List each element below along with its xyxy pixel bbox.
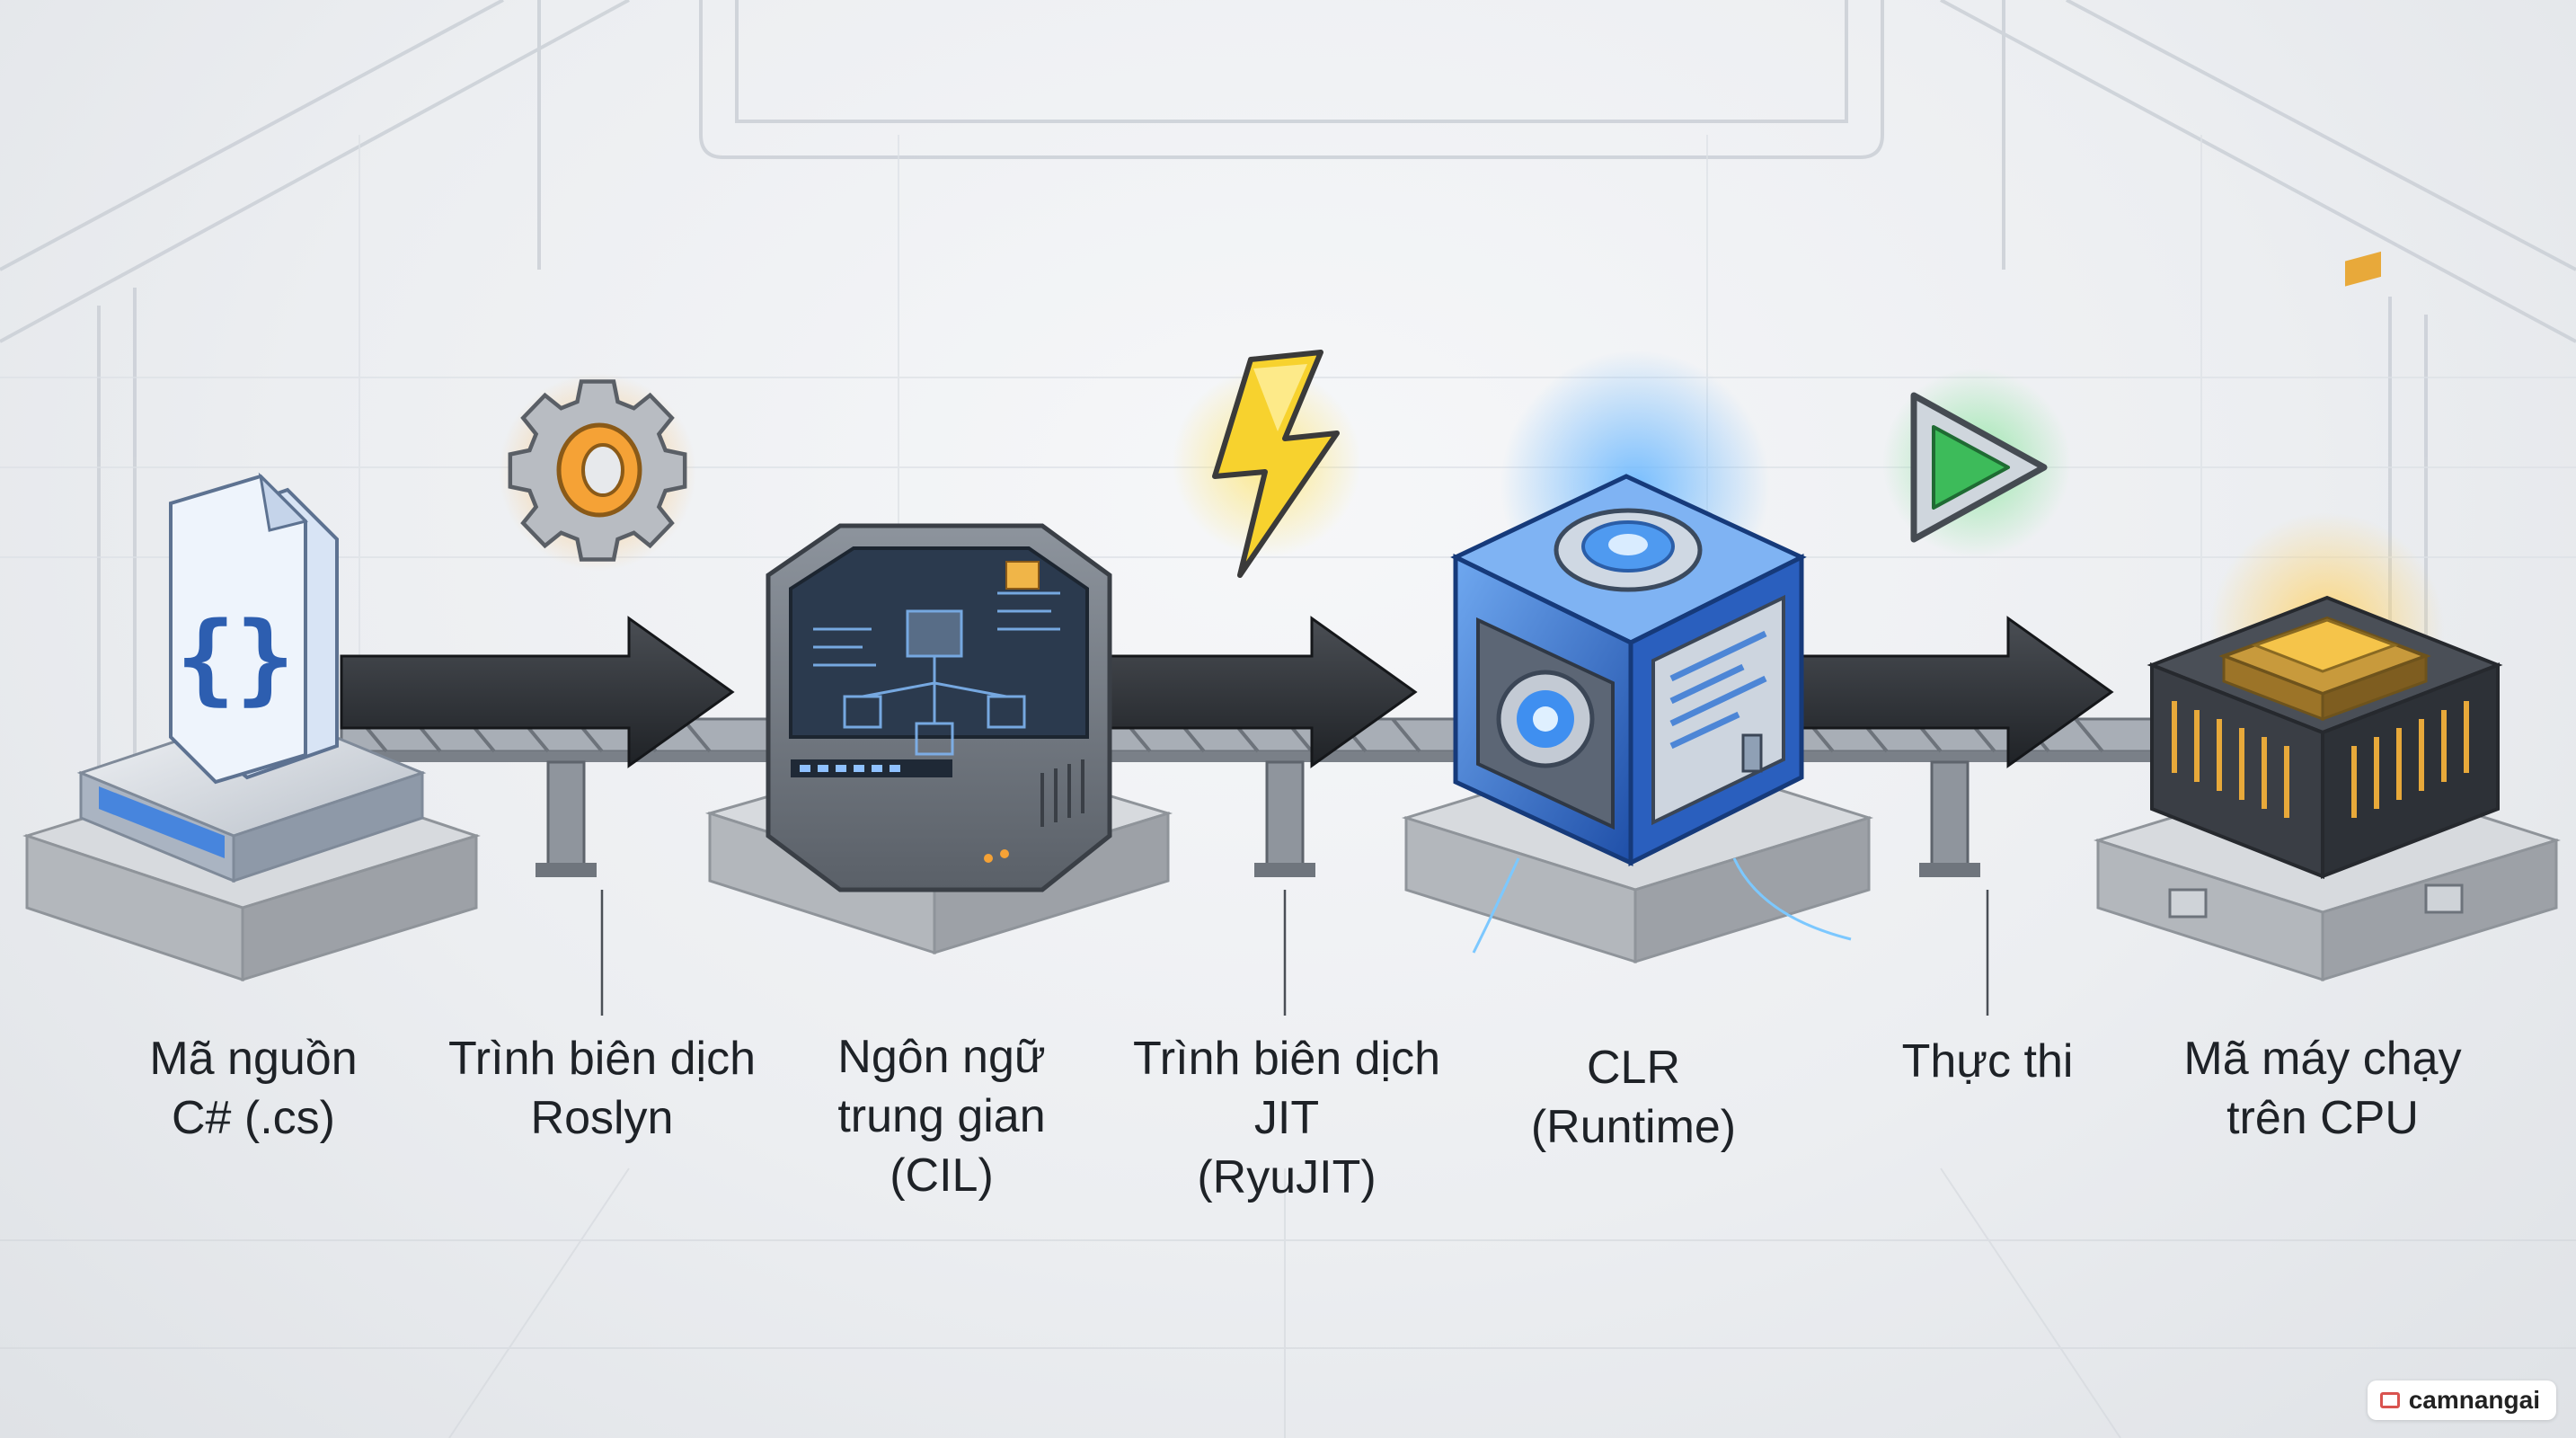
watermark-badge: camnangai	[2367, 1380, 2556, 1420]
stage-label-line: trên CPU	[2226, 1092, 2419, 1144]
play-icon	[1882, 368, 2071, 557]
floor-tiles	[0, 1167, 2576, 1438]
gear-icon	[499, 373, 696, 571]
lightning-icon	[1173, 350, 1361, 578]
stage-label-source: Mã nguồn C# (.cs)	[47, 1029, 460, 1148]
stage-label-line: (Runtime)	[1530, 1101, 1737, 1153]
stage-label-line: C# (.cs)	[172, 1092, 335, 1144]
stage-label-line: Trình biên dịch	[1132, 1033, 1441, 1085]
server-cube-icon	[704, 523, 1173, 955]
stage-label-line: Mã máy chạy	[2183, 1033, 2462, 1085]
cpu-chip-icon	[2093, 251, 2562, 982]
conveyor-truss	[340, 717, 2239, 877]
stage-label-jit: Trình biên dịch JIT (RyuJIT)	[1080, 1029, 1493, 1207]
stage-label-line: JIT	[1253, 1092, 1320, 1144]
stage-label-clr: CLR (Runtime)	[1427, 1038, 1840, 1157]
flow-arrow-2	[1108, 616, 1418, 768]
book-icon	[2379, 1392, 2400, 1408]
stage-label-cpu: Mã máy chạy trên CPU	[2116, 1029, 2529, 1148]
stage-label-line: Trình biên dịch	[447, 1033, 757, 1085]
stage-label-line: Mã nguồn	[149, 1033, 358, 1085]
stage-label-line: Roslyn	[530, 1092, 674, 1144]
stage-label-line: Ngôn ngữ	[837, 1031, 1046, 1083]
watermark-text: camnangai	[2408, 1386, 2540, 1414]
stage-label-roslyn: Trình biên dịch Roslyn	[395, 1029, 809, 1148]
code-file-icon: {}	[22, 472, 481, 982]
stage-label-cil: Ngôn ngữ trung gian (CIL)	[735, 1027, 1148, 1205]
stage-label-line: Thực thi	[1901, 1035, 2074, 1087]
stage-label-execute: Thực thi	[1781, 1032, 2194, 1091]
stage-label-line: (RyuJIT)	[1197, 1151, 1377, 1203]
flow-arrow-1	[340, 616, 735, 768]
svg-text:{}: {}	[176, 600, 295, 715]
stage-label-line: CLR	[1586, 1042, 1681, 1094]
stage-label-line: trung gian	[837, 1090, 1046, 1142]
stage-label-line: (CIL)	[890, 1150, 994, 1202]
flow-arrow-3	[1795, 616, 2114, 768]
runtime-cube-icon	[1401, 351, 1874, 964]
label-leader-lines	[600, 890, 1989, 1016]
